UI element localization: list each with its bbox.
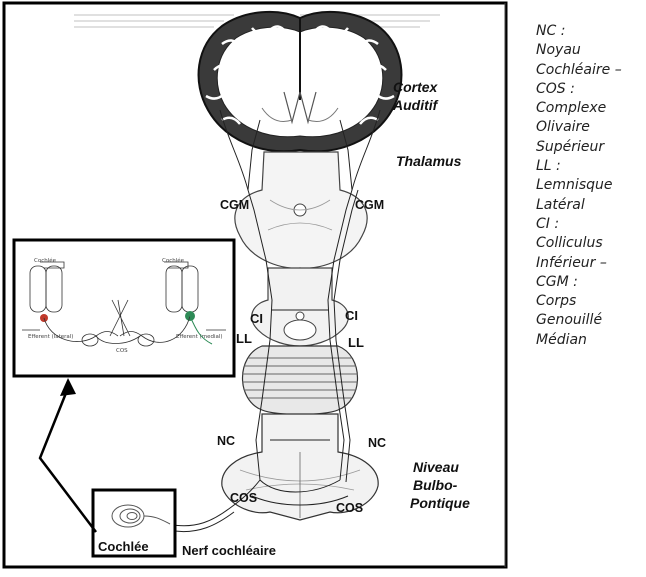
legend-line: LL : <box>536 157 642 176</box>
inset-label-cos: COS <box>116 348 128 354</box>
inset-label-efferent-right: Efferent (medial) <box>176 334 223 340</box>
inset-detail-box: Cochlée Cochlée Efferent (lateral) Effer… <box>14 240 234 376</box>
legend-line: Corps <box>536 292 642 311</box>
label-ll-right: LL <box>348 335 364 350</box>
label-cos-right: COS <box>336 501 363 515</box>
legend-line: Inférieur – <box>536 254 642 273</box>
inset-label-cochlea-right: Cochlée <box>162 257 185 264</box>
label-niveau: Niveau <box>413 459 459 475</box>
legend-line: Lemnisque <box>536 176 642 195</box>
legend-line: Complexe <box>536 99 642 118</box>
legend-line: CI : <box>536 215 642 234</box>
cochlea-box: Cochlée <box>93 490 175 556</box>
legend-line: COS : <box>536 80 642 99</box>
label-auditif: Auditif <box>392 97 439 113</box>
auditory-pathway-figure: Cortex Auditif Thalamus CGM CGM CI CI LL… <box>0 0 512 572</box>
auditory-pathway-diagram: Cortex Auditif Thalamus CGM CGM CI CI LL… <box>0 0 512 572</box>
label-cgm-right: CGM <box>355 198 384 212</box>
legend-line: Médian <box>536 331 642 350</box>
label-cgm-left: CGM <box>220 198 249 212</box>
pons-level <box>242 346 358 415</box>
legend-line: Genouillé <box>536 311 642 330</box>
legend-line: Olivaire <box>536 118 642 137</box>
legend-line: Latéral <box>536 196 642 215</box>
inset-label-cochlea-left: Cochlée <box>34 257 57 264</box>
label-cortex: Cortex <box>393 79 439 95</box>
legend-line: Supérieur <box>536 138 642 157</box>
label-bulbo: Bulbo- <box>413 477 458 493</box>
legend-line: NC : <box>536 22 642 41</box>
legend-line: Cochléaire – <box>536 61 642 80</box>
label-nc-left: NC <box>217 434 235 448</box>
label-thalamus: Thalamus <box>396 153 462 169</box>
label-pontique: Pontique <box>410 495 470 511</box>
legend-line: Noyau <box>536 41 642 60</box>
label-ci-right: CI <box>345 308 358 323</box>
inset-label-efferent-left: Efferent (lateral) <box>28 334 73 340</box>
legend-line: CGM : <box>536 273 642 292</box>
label-ci-left: CI <box>250 311 263 326</box>
label-cos-left: COS <box>230 491 257 505</box>
label-cochlee: Cochlée <box>98 539 149 554</box>
label-nerf-cochleaire: Nerf cochléaire <box>182 543 276 558</box>
abbreviation-legend: NC : Noyau Cochléaire – COS : Complexe O… <box>536 22 642 350</box>
cortex-section <box>199 12 402 151</box>
label-nc-right: NC <box>368 436 386 450</box>
label-ll-left: LL <box>236 331 252 346</box>
legend-line: Colliculus <box>536 234 642 253</box>
